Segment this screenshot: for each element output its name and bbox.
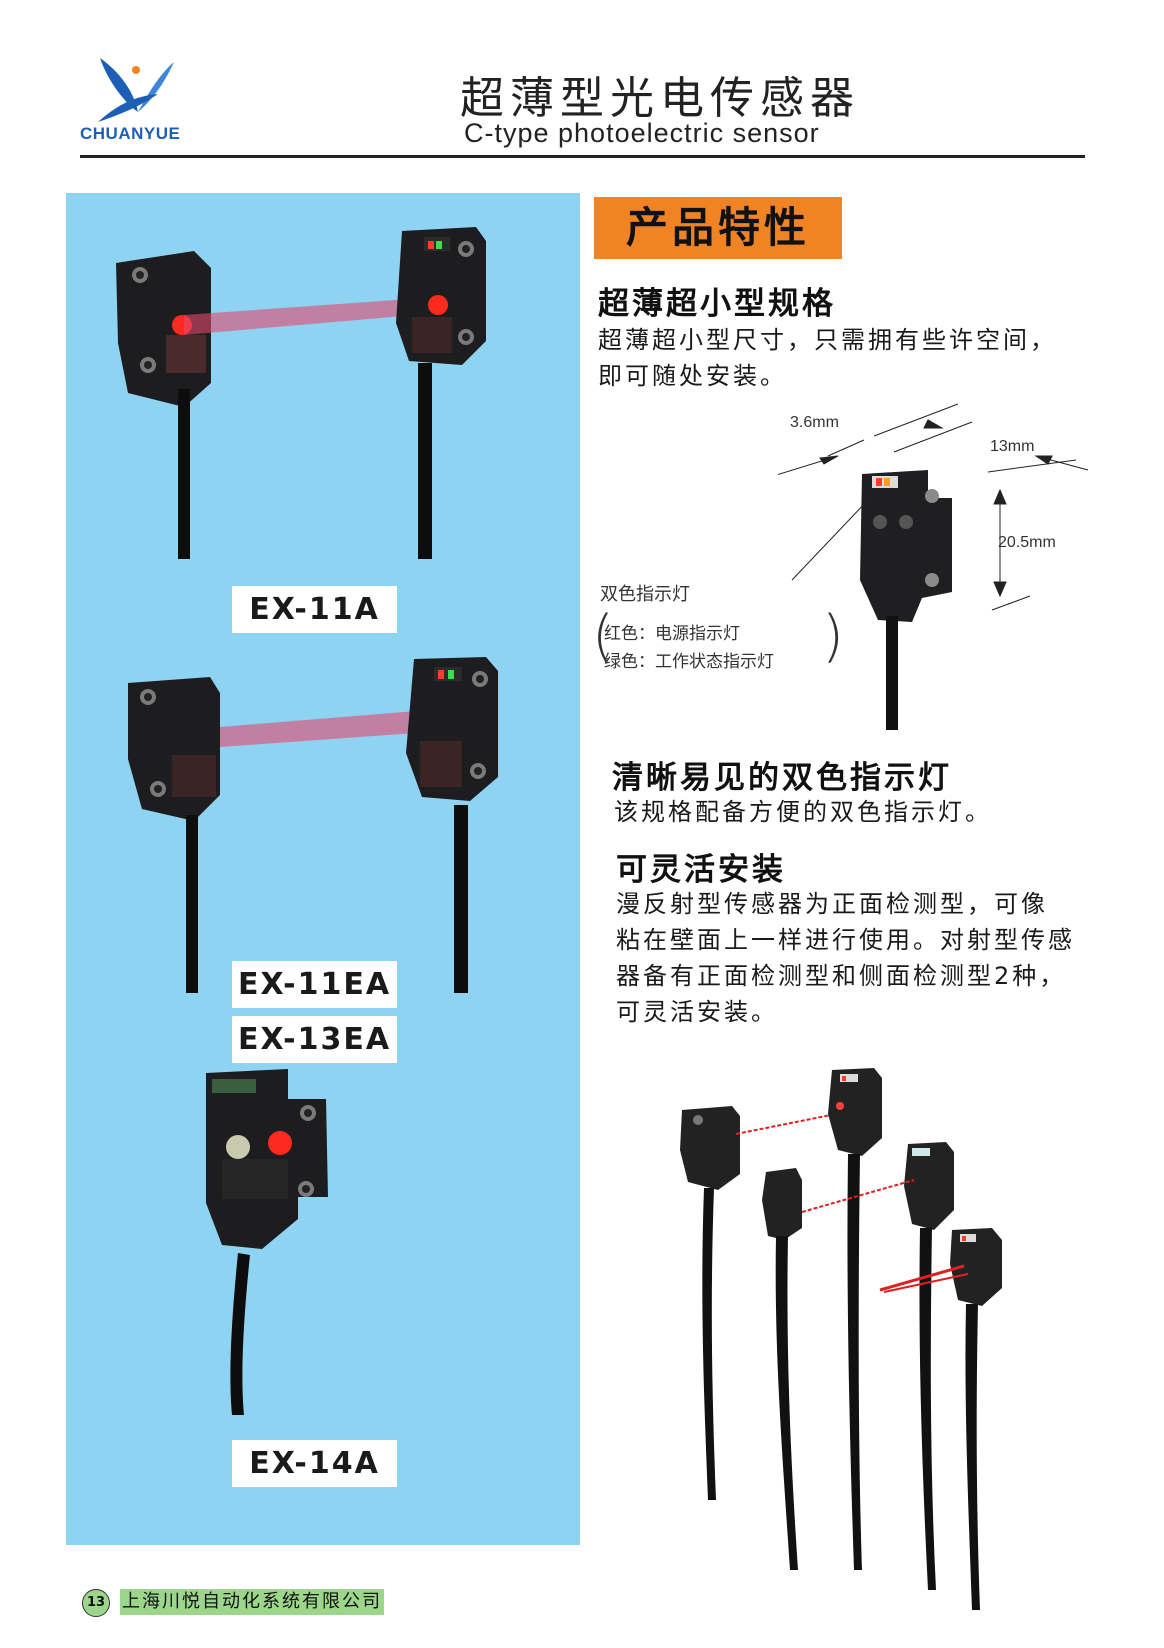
feature-heading-thin: 超薄超小型规格 (598, 286, 836, 322)
group-sensor-2 (828, 1068, 882, 1570)
product-photo-panel (66, 193, 580, 1545)
header-divider (80, 155, 1085, 158)
group-sensor-1 (680, 1106, 837, 1500)
feature-heading-indicator: 清晰易见的双色指示灯 (612, 760, 952, 796)
paren-right: ) (822, 604, 844, 669)
page-subtitle: C-type photoelectric sensor (464, 118, 820, 148)
ex-11a-photo (116, 227, 486, 559)
sensor-group-photo (680, 1068, 1002, 1610)
group-sensor-3 (762, 1168, 802, 1570)
sensor-photos (116, 227, 498, 1415)
model-label-ex-13ea: EX-13EA (232, 1016, 397, 1063)
page-title: 超薄型光电传感器 (460, 73, 860, 124)
feature-text-indicator: 该规格配备方便的双色指示灯。 (614, 794, 992, 830)
chuanyue-logo (98, 58, 174, 122)
red-indicator-note: 红色：电源指示灯 (604, 624, 740, 644)
text-line: 粘在壁面上一样进行使用。对射型传感 (616, 926, 1075, 954)
indicator-label: 双色指示灯 (600, 584, 690, 605)
features-badge: 产品特性 (594, 197, 842, 259)
logo-text: CHUANYUE (80, 124, 181, 143)
dimension-thickness: 3.6mm (790, 414, 839, 431)
text-line: 该规格配备方便的双色指示灯。 (614, 798, 992, 826)
dimension-drawing (778, 403, 1089, 730)
text-line: 可灵活安装。 (616, 998, 778, 1026)
ex-14a-photo (206, 1069, 328, 1415)
model-label-ex-11ea: EX-11EA (232, 961, 397, 1008)
indicator-notes: 红色：电源指示灯 绿色：工作状态指示灯 (604, 620, 774, 676)
dimension-width: 13mm (990, 438, 1035, 455)
model-label-ex-14a: EX-14A (232, 1440, 397, 1487)
green-indicator-note: 绿色：工作状态指示灯 (604, 652, 774, 672)
text-line: 即可随处安装。 (598, 362, 787, 390)
feature-heading-mounting: 可灵活安装 (616, 852, 786, 888)
text-line: 超薄超小型尺寸，只需拥有些许空间， (598, 326, 1057, 354)
paren-left: ( (592, 604, 614, 669)
model-label-ex-11a: EX-11A (232, 586, 397, 633)
feature-text-mounting: 漫反射型传感器为正面检测型，可像 粘在壁面上一样进行使用。对射型传感 器备有正面… (616, 886, 1075, 1030)
dimension-height: 20.5mm (998, 534, 1056, 551)
text-line: 器备有正面检测型和侧面检测型2种， (616, 962, 1067, 990)
feature-text-thin: 超薄超小型尺寸，只需拥有些许空间， 即可随处安装。 (598, 322, 1057, 394)
ex-11ea-photo (128, 657, 498, 993)
text-line: 漫反射型传感器为正面检测型，可像 (616, 890, 1048, 918)
company-name: 上海川悦自动化系统有限公司 (120, 1589, 384, 1615)
group-sensor-4 (801, 1142, 954, 1590)
page-number: 13 (82, 1589, 110, 1617)
group-sensor-5 (879, 1228, 1002, 1610)
